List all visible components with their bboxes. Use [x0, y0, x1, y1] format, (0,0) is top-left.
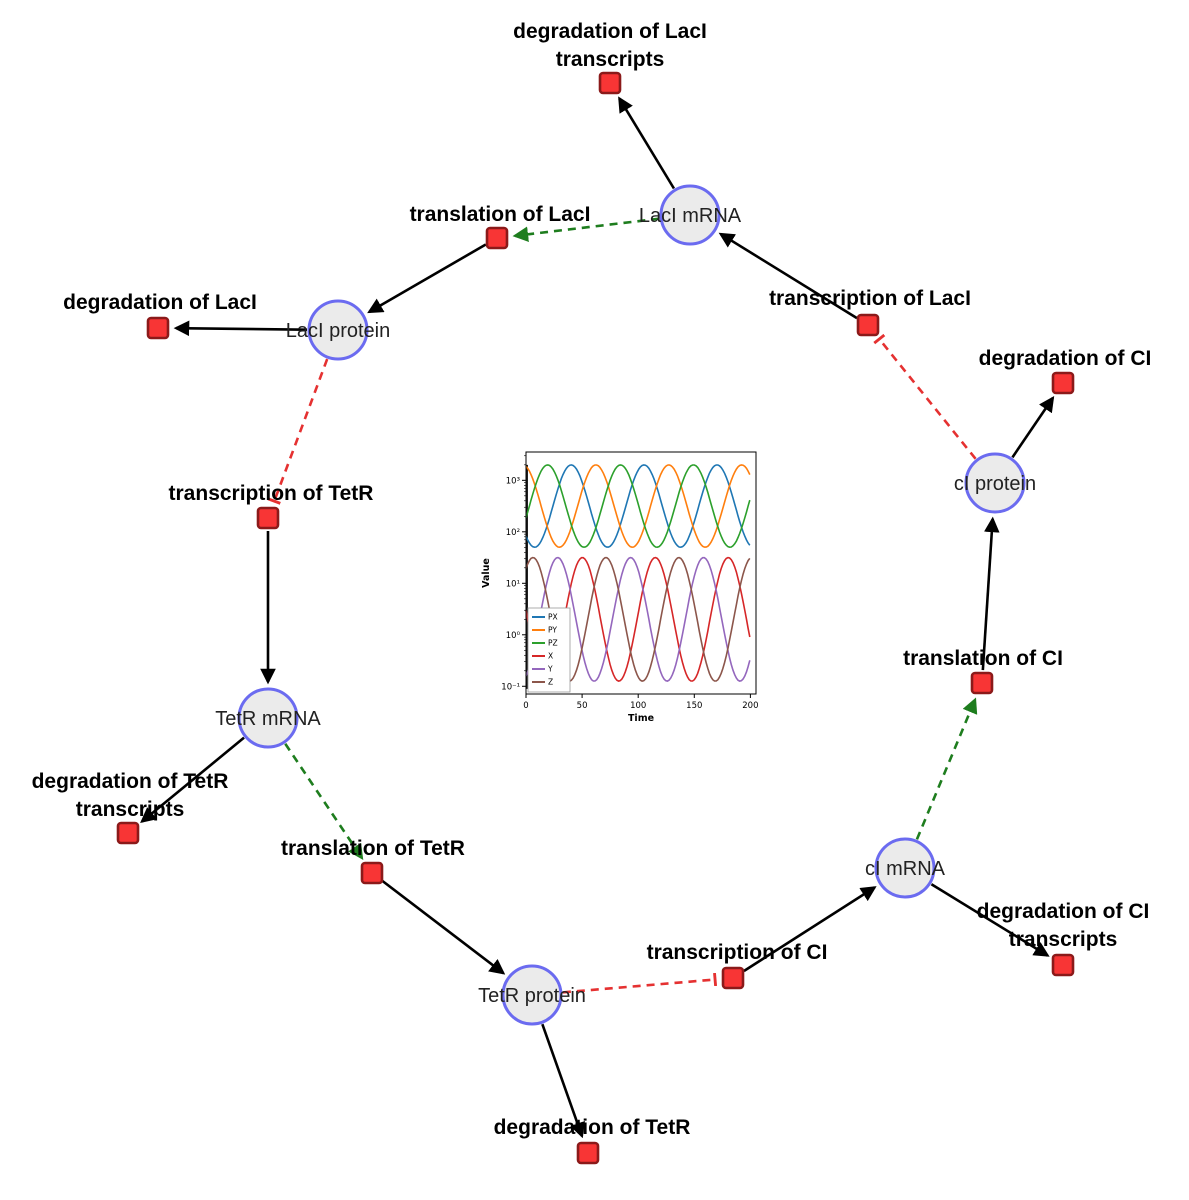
reaction-node-deg_tetr[interactable]: [576, 1141, 600, 1165]
x-tick-label: 50: [577, 701, 588, 711]
edge-consumption-ci_mrna-deg_ci_tx: [930, 883, 1050, 957]
chart-frame: [525, 451, 757, 695]
x-tick-label: 0: [523, 701, 528, 711]
legend-label-X: X: [548, 652, 553, 661]
reaction-label-deg_laci-line0: degradation of LacI: [63, 291, 257, 314]
legend-label-Z: Z: [548, 678, 553, 687]
reaction-label-translation_laci-line0: translation of LacI: [410, 203, 591, 226]
reaction-label-transcription_laci-line0: transcription of LacI: [769, 287, 971, 310]
x-tick-label: 200: [742, 701, 758, 711]
reaction-node-deg_ci[interactable]: [1051, 371, 1075, 395]
species-node-laci_protein[interactable]: [307, 299, 369, 361]
reaction-label-deg_tetr-line0: degradation of TetR: [494, 1116, 691, 1139]
y-tick-label: 10⁻¹: [501, 682, 520, 692]
edge-modifier-ci_mrna-translation_ci: [915, 697, 978, 840]
reaction-label-deg_tetr_tx-line1: transcripts: [76, 798, 185, 821]
species-label-ci_mrna: cI mRNA: [865, 858, 946, 880]
species-label-laci_protein: LacI protein: [286, 320, 391, 342]
series-line-Y: [525, 556, 751, 682]
reaction-label-deg_laci_tx-line1: transcripts: [556, 48, 665, 71]
edge-production-translation_laci-laci_protein: [367, 243, 487, 314]
species-label-laci_mrna: LacI mRNA: [639, 205, 742, 227]
reaction-label-transcription_ci-line0: transcription of CI: [647, 941, 828, 964]
y-tick-label: 10⁰: [506, 631, 521, 641]
edge-consumption-laci_protein-deg_laci: [173, 320, 308, 337]
edge-consumption-laci_mrna-deg_laci_tx: [618, 96, 676, 190]
legend-label-PX: PX: [548, 613, 558, 622]
y-tick-label: 10²: [506, 528, 520, 538]
edge-production-transcription_ci-ci_mrna: [743, 886, 877, 973]
reaction-label-translation_ci-line0: translation of CI: [903, 647, 1063, 670]
edge-inhibition-laci_protein-transcription_tetr: [267, 358, 329, 505]
reaction-node-transcription_ci[interactable]: [721, 966, 745, 990]
legend-label-PY: PY: [548, 626, 557, 635]
y-tick-label: 10³: [506, 476, 520, 486]
reaction-label-deg_ci-line0: degradation of CI: [979, 347, 1152, 370]
x-tick-label: 150: [686, 701, 702, 711]
y-axis-label: Value: [481, 558, 492, 588]
species-node-ci_mrna[interactable]: [874, 837, 936, 899]
reaction-label-deg_ci_tx-line0: degradation of CI: [977, 900, 1150, 923]
species-node-tetr_protein[interactable]: [501, 964, 563, 1026]
reaction-label-deg_ci_tx-line1: transcripts: [1009, 928, 1118, 951]
species-node-ci_protein[interactable]: [964, 452, 1026, 514]
edges-layer: [140, 96, 1055, 1139]
reaction-node-translation_laci[interactable]: [485, 226, 509, 250]
series-line-PY: [525, 464, 751, 549]
reaction-node-transcription_laci[interactable]: [856, 313, 880, 337]
series-line-PZ: [525, 464, 751, 549]
x-tick-label: 100: [630, 701, 646, 711]
reaction-label-deg_tetr_tx-line0: degradation of TetR: [32, 770, 229, 793]
reaction-node-deg_laci_tx[interactable]: [598, 71, 622, 95]
edge-inhibition-tetr_protein-transcription_ci: [562, 972, 718, 994]
species-node-tetr_mrna[interactable]: [237, 687, 299, 749]
reaction-node-deg_ci_tx[interactable]: [1051, 953, 1075, 977]
x-axis-label: Time: [628, 713, 654, 724]
edge-production-translation_tetr-tetr_protein: [381, 879, 506, 975]
reaction-label-translation_tetr-line0: translation of TetR: [281, 837, 465, 860]
reaction-label-deg_laci_tx-line0: degradation of LacI: [513, 20, 707, 43]
legend-box: [527, 607, 571, 693]
reaction-node-translation_tetr[interactable]: [360, 861, 384, 885]
edge-consumption-tetr_mrna-deg_tetr_tx: [140, 736, 245, 824]
edge-modifier-tetr_mrna-translation_tetr: [284, 743, 364, 860]
nodes-layer: [116, 71, 1075, 1165]
reaction-node-translation_ci[interactable]: [970, 671, 994, 695]
edge-modifier-laci_mrna-translation_laci: [512, 217, 660, 243]
edge-production-translation_ci-ci_protein: [981, 516, 1000, 671]
reaction-node-deg_tetr_tx[interactable]: [116, 821, 140, 845]
reaction-node-deg_laci[interactable]: [146, 316, 170, 340]
species-label-tetr_mrna: TetR mRNA: [215, 708, 321, 730]
edge-inhibition-ci_protein-transcription_laci: [873, 333, 977, 460]
reaction-label-transcription_tetr-line0: transcription of TetR: [169, 482, 374, 505]
reaction-node-transcription_tetr[interactable]: [256, 506, 280, 530]
species-label-tetr_protein: TetR protein: [478, 985, 586, 1007]
legend-label-Y: Y: [547, 665, 553, 674]
species-label-ci_protein: cI protein: [954, 473, 1036, 495]
edge-consumption-tetr_protein-deg_tetr: [541, 1023, 585, 1139]
edge-consumption-ci_protein-deg_ci: [1011, 395, 1055, 459]
y-tick-label: 10¹: [506, 579, 520, 589]
species-node-laci_mrna[interactable]: [659, 184, 721, 246]
series-line-PX: [525, 464, 751, 549]
legend-label-PZ: PZ: [548, 639, 558, 648]
edge-production-transcription_laci-laci_mrna: [718, 232, 858, 320]
